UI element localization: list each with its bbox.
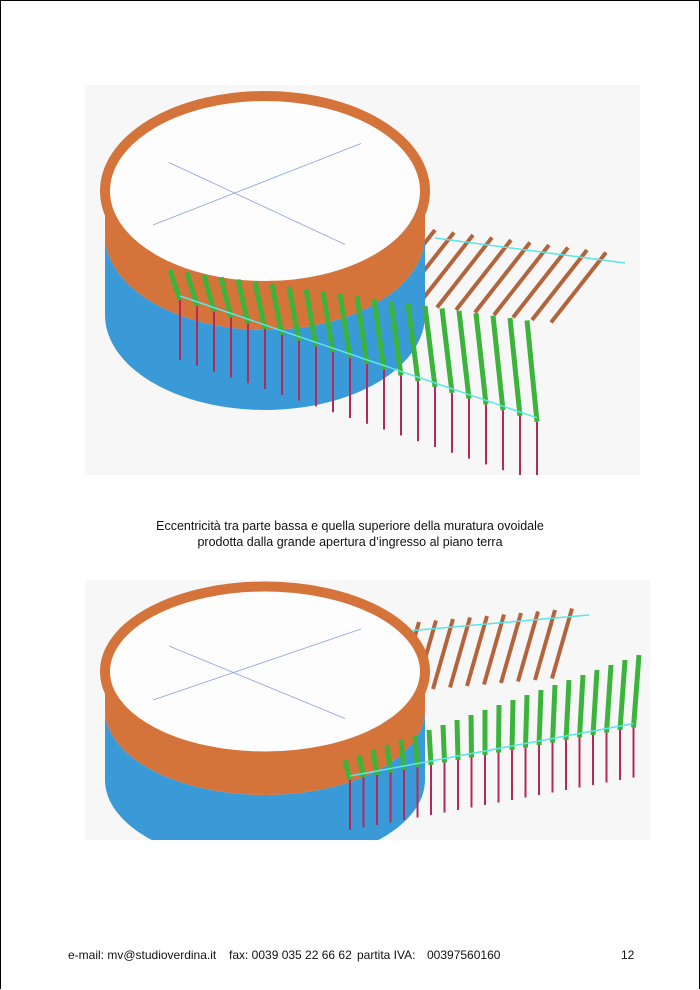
deck-beam — [167, 269, 183, 301]
deck-beam — [405, 303, 421, 382]
footer-vat-label: partita IVA: — [357, 948, 416, 962]
wall-top-ring — [100, 91, 430, 291]
deck-beam — [550, 684, 558, 743]
deck-beam — [604, 664, 614, 733]
deck-beam — [473, 312, 489, 405]
deck-beam — [563, 679, 572, 741]
page-number: 12 — [621, 948, 635, 962]
footer-vat-number: 00397560160 — [427, 948, 501, 962]
axis-line — [152, 628, 362, 701]
deck-beam — [286, 286, 302, 342]
roof-beam — [465, 615, 489, 687]
deck-beam — [439, 308, 455, 394]
axis-line — [152, 143, 362, 226]
wall-lower-band — [105, 710, 425, 840]
deck-beam — [490, 315, 506, 411]
roof-beam — [454, 238, 513, 312]
deck-beam — [524, 320, 540, 423]
axis-line — [168, 645, 346, 719]
deck-beam — [631, 654, 642, 728]
caption-line-2: prodotta dalla grande apertura d’ingress… — [197, 535, 503, 549]
deck-beam — [426, 729, 434, 766]
footer-fax: fax: 0039 035 22 66 62 — [229, 948, 352, 962]
deck-beam — [507, 317, 523, 417]
roof-beam — [549, 251, 608, 324]
roof-beam — [492, 243, 551, 317]
roof-beam — [516, 610, 540, 683]
deck-beam — [337, 293, 353, 359]
tie-line — [434, 237, 626, 264]
roof-beam — [550, 607, 574, 680]
deck-beam — [523, 694, 530, 748]
axis-line — [168, 162, 346, 245]
deck-beam — [440, 724, 447, 763]
deck-beam — [398, 739, 407, 771]
roof-beam — [448, 616, 472, 689]
deck-beam — [456, 310, 472, 399]
structural-model-render-top — [85, 85, 640, 475]
roof-beam — [511, 246, 570, 319]
deck-beam — [412, 734, 420, 768]
structural-model-render-bottom — [85, 580, 650, 840]
roof-beam — [435, 236, 494, 309]
deck-beam — [252, 281, 268, 330]
roof-beam — [530, 248, 589, 322]
deck-beam — [590, 669, 600, 736]
deck-beam — [354, 296, 370, 365]
deck-beam — [201, 274, 217, 313]
deck-beam — [269, 283, 285, 336]
roof-beam — [533, 609, 557, 681]
deck-beam — [218, 276, 234, 319]
roof-beam — [416, 233, 475, 307]
deck-beam — [303, 288, 319, 347]
deck-beam — [371, 298, 387, 370]
roof-beam — [431, 618, 455, 690]
deck-beam — [536, 689, 544, 746]
deck-beam — [468, 714, 474, 758]
wall-top-ring — [100, 581, 430, 762]
deck-beam — [509, 699, 516, 751]
deck-beam — [617, 659, 628, 731]
tie-line — [179, 295, 538, 419]
tie-line — [384, 614, 590, 634]
deck-beam — [577, 674, 586, 738]
roof-beam — [499, 612, 523, 684]
deck-beam — [454, 719, 461, 761]
footer-email: e-mail: mv@studioverdina.it — [68, 948, 217, 962]
deck-beam — [388, 300, 404, 376]
deck-beam — [422, 305, 438, 388]
roof-beam — [482, 613, 506, 686]
tie-line — [349, 722, 634, 777]
figure-caption: Eccentricità tra parte bassa e quella su… — [0, 518, 700, 550]
caption-line-1: Eccentricità tra parte bassa e quella su… — [156, 519, 544, 533]
roof-beam — [473, 241, 532, 314]
deck-beam — [342, 759, 353, 781]
deck-beam — [496, 704, 502, 753]
deck-beam — [235, 279, 251, 324]
deck-beam — [320, 291, 336, 353]
wall-upper-band — [105, 191, 425, 330]
deck-beam — [184, 271, 200, 307]
wall-lower-band — [105, 235, 425, 410]
